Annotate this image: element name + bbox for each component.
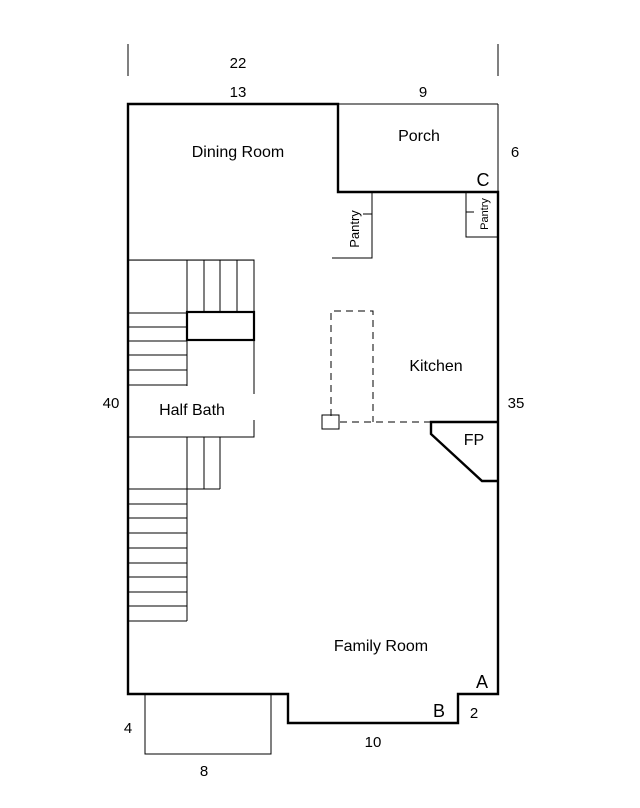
porch-depth-dimension: 6 — [511, 144, 519, 161]
upper-staircase — [127, 259, 256, 394]
fireplace-label: FP — [464, 432, 484, 449]
right-pantry-outline — [465, 192, 498, 238]
exterior-wall — [126, 102, 500, 725]
overall-width-dimension: 22 — [230, 55, 247, 72]
notch-depth-dimension: 2 — [470, 705, 478, 722]
corner-b-label: B — [433, 701, 445, 721]
bay-outline — [144, 694, 272, 755]
kitchen-island — [330, 310, 431, 423]
dining-width-dimension: 13 — [230, 84, 247, 101]
kitchen-label: Kitchen — [409, 358, 462, 375]
right-length-dimension: 35 — [508, 395, 525, 412]
bay-depth-dimension: 4 — [124, 720, 132, 737]
fireplace-outline — [429, 420, 498, 483]
lower-staircase — [128, 437, 221, 622]
half-bath-label: Half Bath — [159, 402, 225, 419]
right-pantry-label: Pantry — [479, 198, 491, 230]
corner-c-label: C — [477, 170, 490, 190]
family-room-label: Family Room — [334, 638, 428, 655]
corner-a-label: A — [476, 672, 488, 692]
left-length-dimension: 40 — [103, 395, 120, 412]
bottom-width-dimension: 10 — [365, 734, 382, 751]
porch-width-dimension: 9 — [419, 84, 427, 101]
kitchen-post — [321, 414, 340, 430]
bay-width-dimension: 8 — [200, 763, 208, 780]
half-bath-wall — [128, 420, 255, 438]
dining-room-label: Dining Room — [192, 144, 284, 161]
porch-label: Porch — [398, 128, 440, 145]
left-pantry-label: Pantry — [347, 210, 362, 248]
